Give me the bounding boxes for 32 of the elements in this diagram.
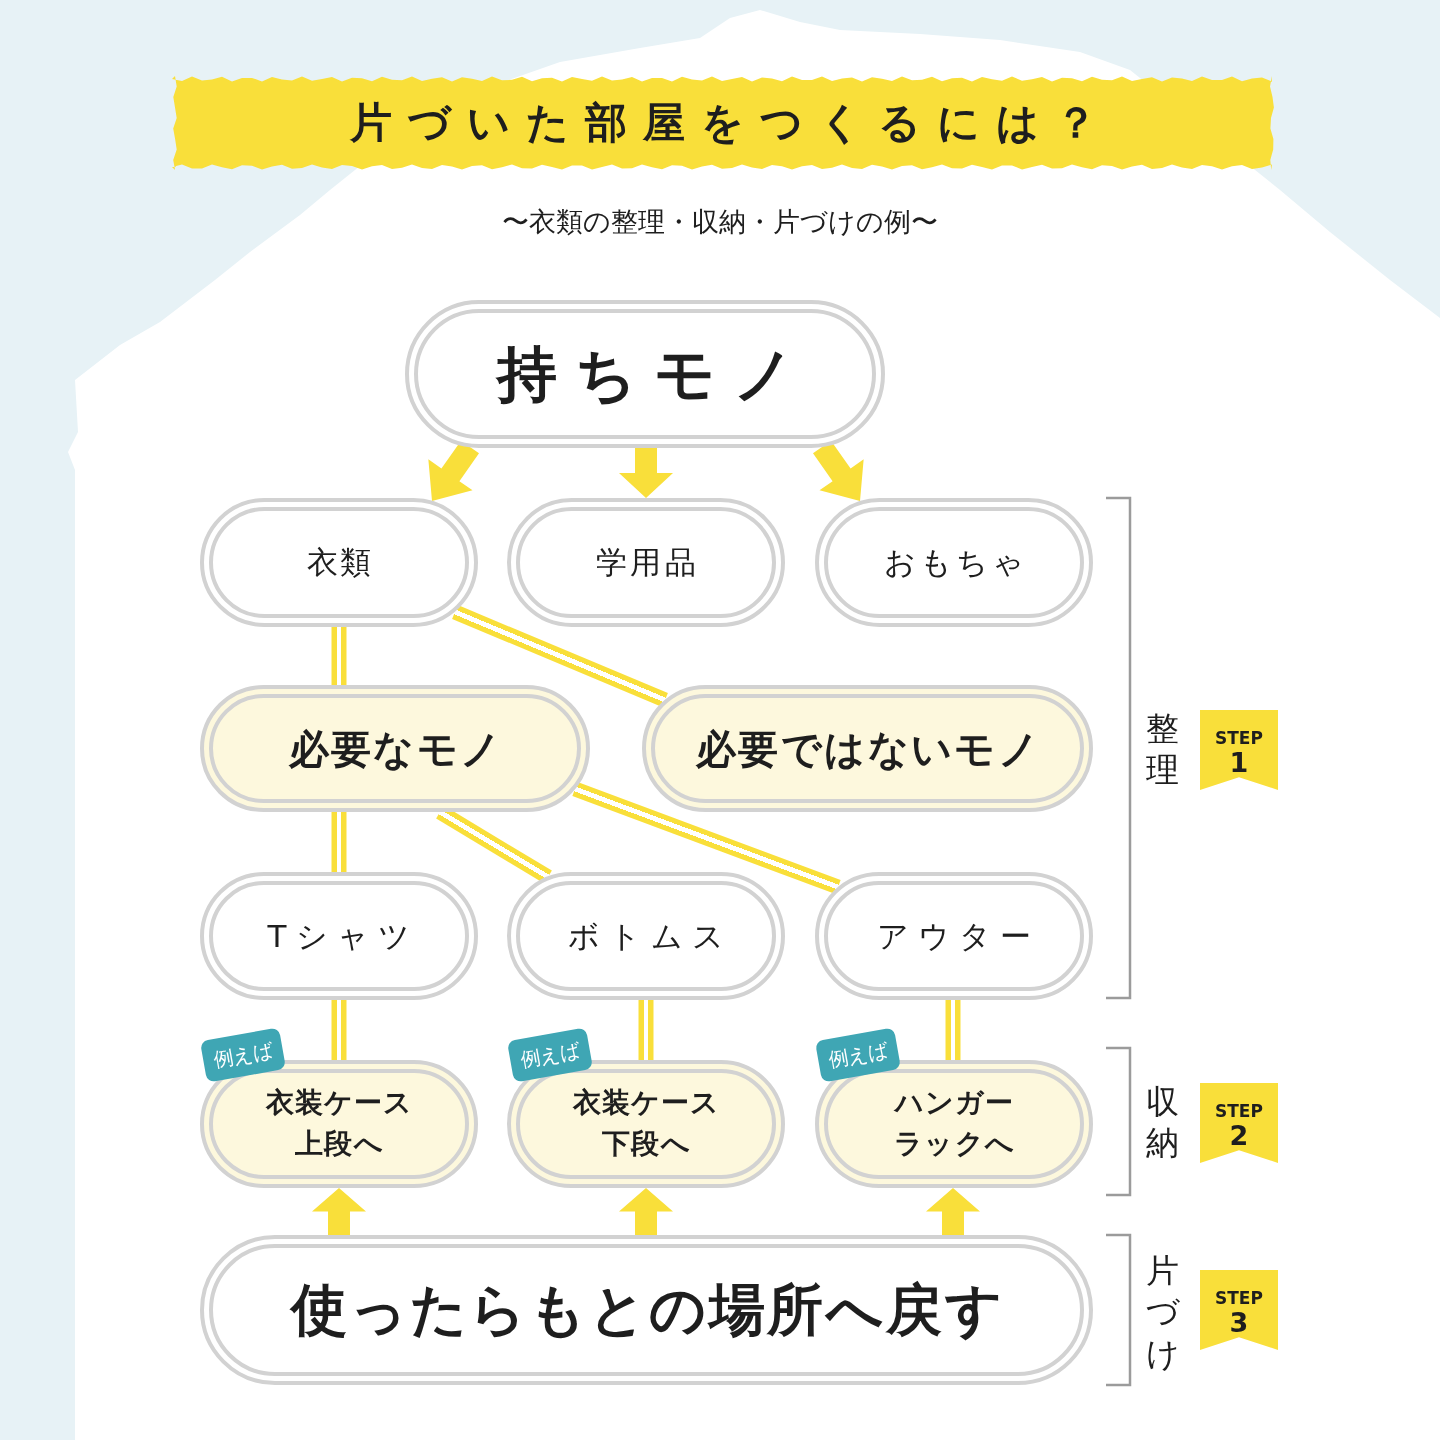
subtitle: 〜衣類の整理・収納・片づけの例〜 (502, 205, 938, 239)
step-ribbon: STEP 3 (1200, 1270, 1278, 1350)
node-label: 衣装ケース下段へ (571, 1085, 722, 1162)
title-banner: 片づいた部屋をつくるには？ (172, 76, 1275, 170)
double-line (331, 627, 347, 685)
node-label: 必要ではないモノ (694, 724, 1042, 774)
node-label: Tシャツ (266, 916, 420, 956)
double-line (638, 1000, 654, 1060)
node-label: ハンガーラックへ (893, 1085, 1016, 1162)
node-label: アウター (875, 916, 1041, 956)
step-name: 収納 (1145, 1080, 1179, 1164)
double-line (945, 1000, 961, 1060)
step-ribbon: STEP 1 (1200, 710, 1278, 790)
double-line (452, 605, 668, 707)
node-label: 使ったらもとの場所へ戻す (288, 1276, 1005, 1345)
node-label: 学用品 (594, 543, 700, 583)
double-line (331, 1000, 347, 1060)
step-name: 整理 (1145, 707, 1179, 791)
step-ribbon: STEP 2 (1200, 1083, 1278, 1163)
arrow (312, 1188, 366, 1235)
arrow (619, 448, 673, 498)
node-label: 必要なモノ (287, 724, 504, 774)
node-label: おもちゃ (883, 543, 1028, 583)
node-label: 衣装ケース上段へ (264, 1085, 415, 1162)
node-label: 持ちモノ (494, 337, 812, 411)
arrow (619, 1188, 673, 1235)
arrow (926, 1188, 980, 1235)
double-line (331, 812, 347, 872)
node-label: 衣類 (305, 543, 374, 583)
double-line (572, 781, 841, 895)
step-name: 片づけ (1145, 1250, 1179, 1374)
node-label: ボトムス (567, 916, 734, 956)
